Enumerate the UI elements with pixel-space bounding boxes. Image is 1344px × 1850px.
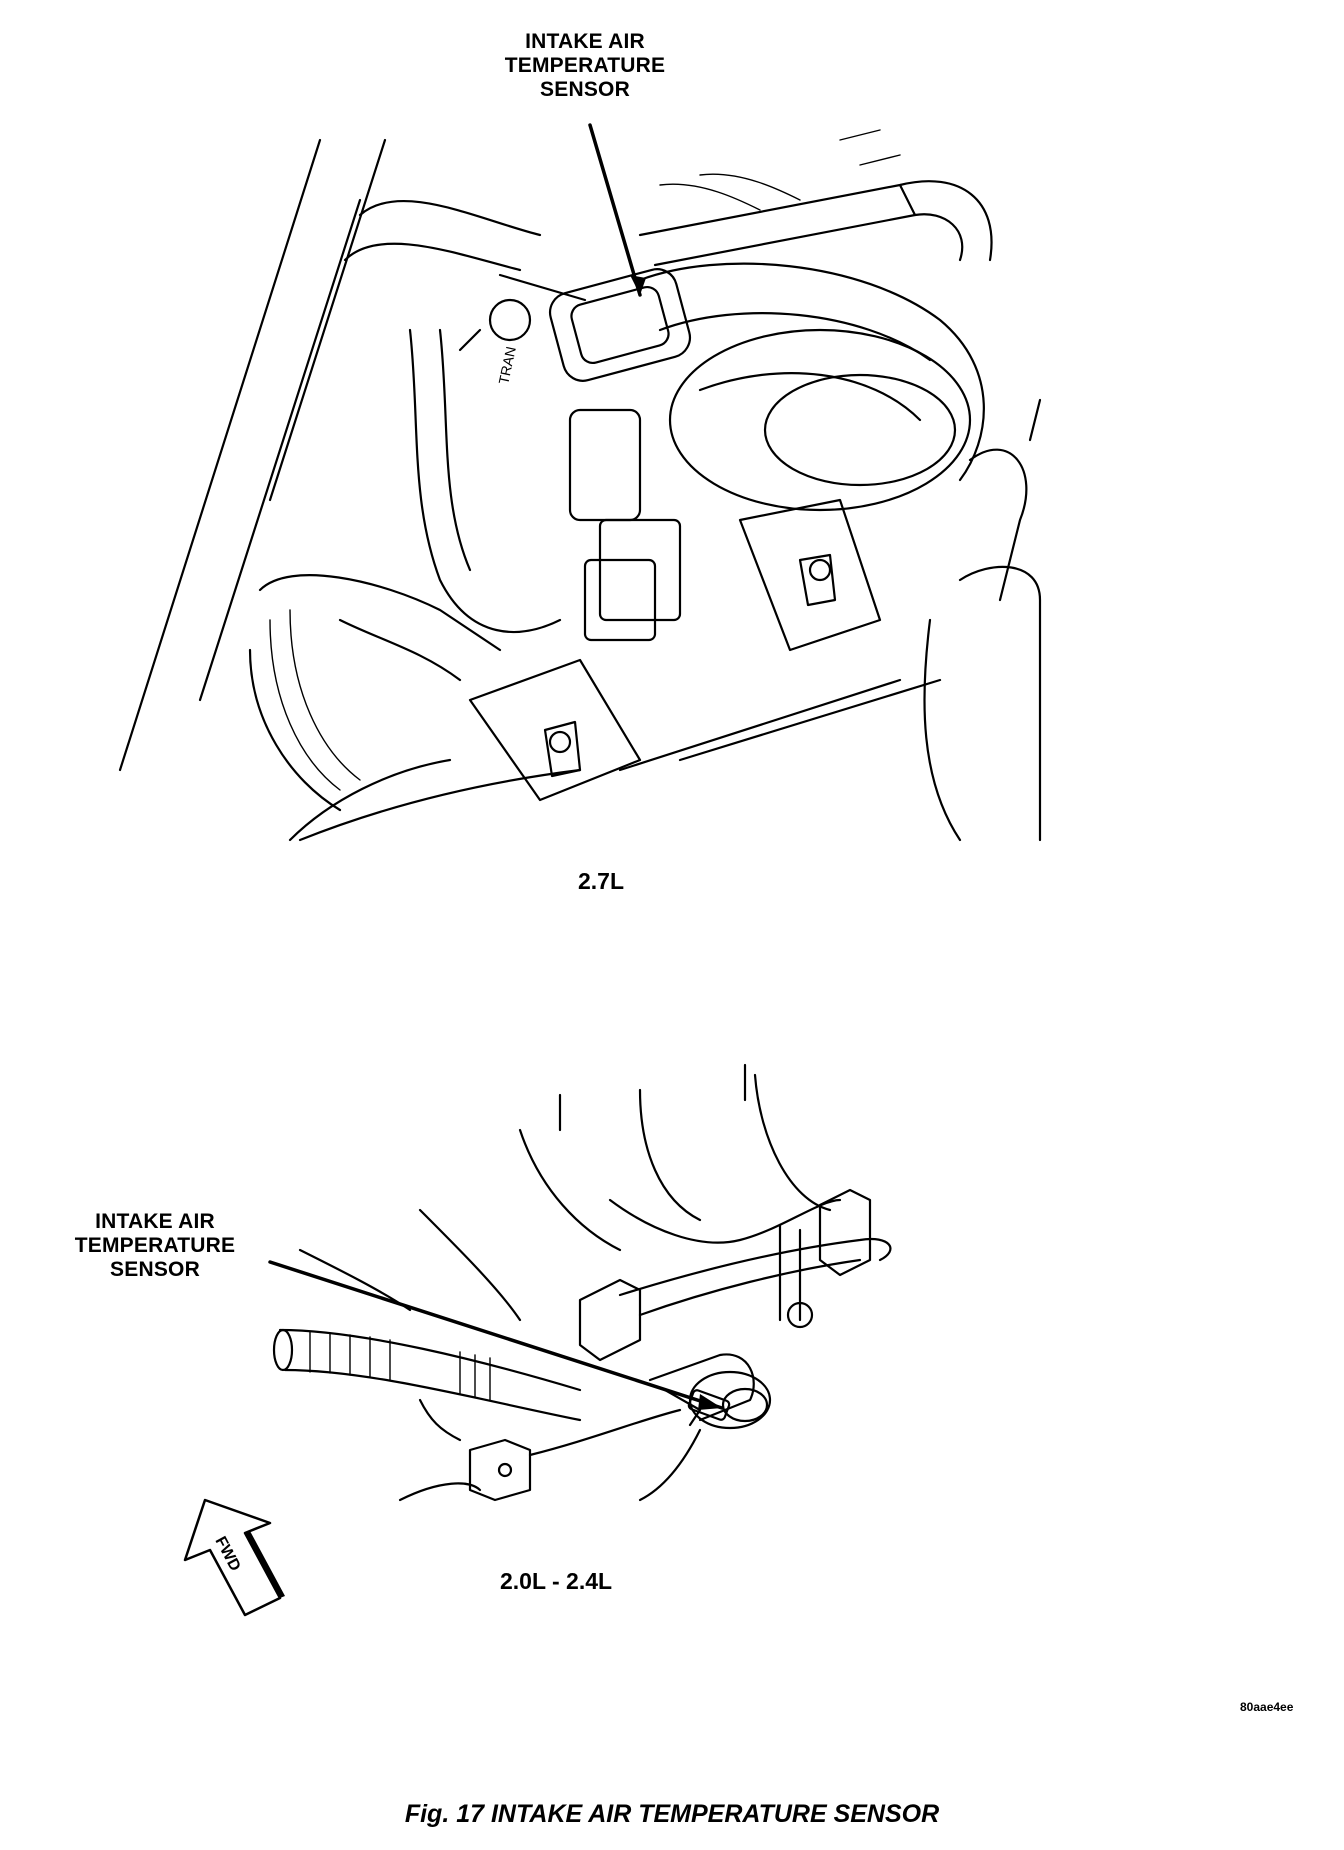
hose-label: TRAN [495,345,519,386]
image-code: 80aae4ee [1240,1700,1294,1714]
bottom-callout-line-1: INTAKE AIR [95,1210,215,1233]
top-callout-line-2: TEMPERATURE [504,54,666,77]
top-callout-line-1: INTAKE AIR [525,30,645,53]
engine-label-2-7l: 2.7L [578,868,625,894]
bottom-callout-line-2: TEMPERATURE [74,1234,236,1257]
engine-label-2-0l-2-4l: 2.0L - 2.4L [500,1568,613,1594]
bottom-callout-line-3: SENSOR [110,1258,200,1281]
figure-caption: Fig. 17 INTAKE AIR TEMPERATURE SENSOR [404,1800,940,1828]
bottom-sensor-callout: INTAKE AIR TEMPERATURE SENSOR [30,1210,280,1282]
fwd-arrow-icon: FWD [183,1498,285,1617]
top-callout-line-3: SENSOR [540,78,630,101]
top-sensor-callout: INTAKE AIR TEMPERATURE SENSOR [440,30,730,102]
